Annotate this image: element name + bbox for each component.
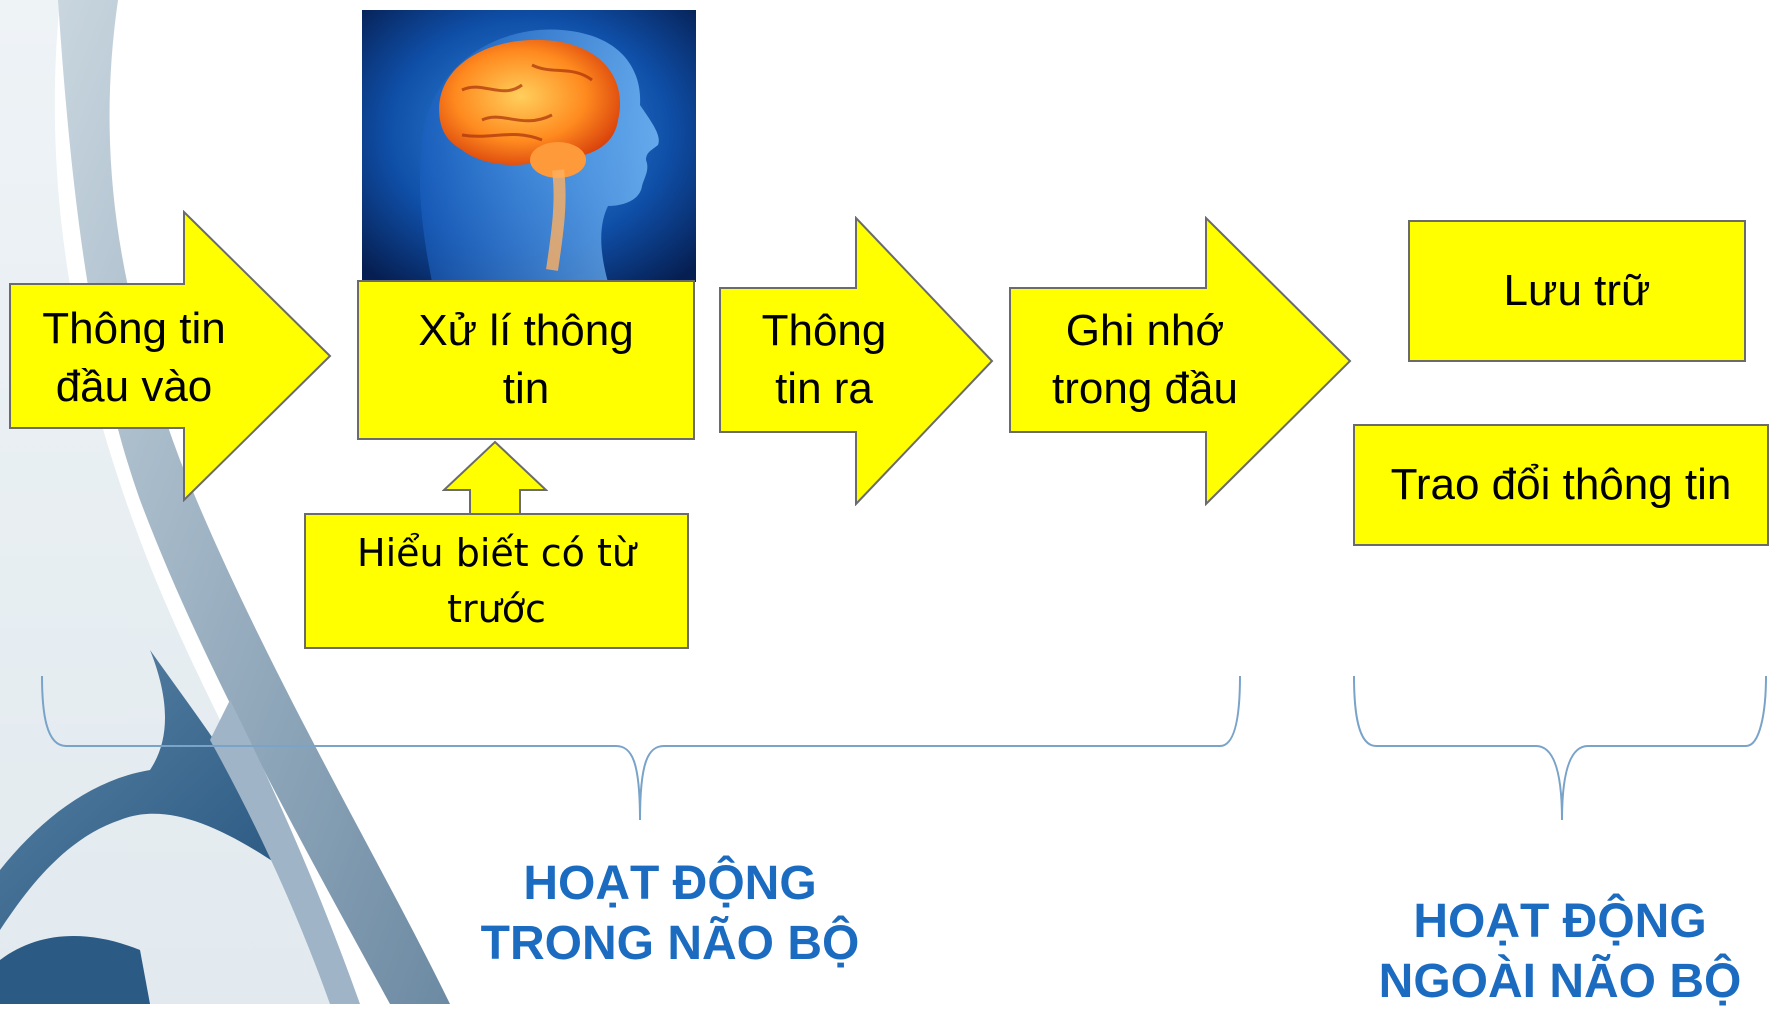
output-arrow-label: Thông tin ra bbox=[720, 300, 928, 420]
memorize-arrow-label: Ghi nhớ trong đầu bbox=[1020, 300, 1270, 420]
outside-brain-title-line1: HOẠT ĐỘNG bbox=[1413, 895, 1707, 948]
output-label-line2: tin ra bbox=[775, 364, 873, 413]
inside-brain-brace bbox=[41, 675, 1241, 821]
up-arrow-shape bbox=[442, 440, 548, 515]
process-box: Xử lí thông tin bbox=[357, 280, 695, 440]
memorize-label-line1: Ghi nhớ bbox=[1065, 306, 1225, 355]
exchange-label: Trao đổi thông tin bbox=[1390, 460, 1732, 509]
exchange-box: Trao đổi thông tin bbox=[1353, 424, 1769, 546]
prior-knowledge-box: Hiểu biết có từ trước bbox=[304, 513, 689, 649]
storage-box: Lưu trữ bbox=[1408, 220, 1746, 362]
prior-knowledge-line1: Hiểu biết có từ bbox=[357, 531, 636, 575]
output-label-line1: Thông bbox=[761, 306, 887, 355]
input-arrow-shape bbox=[9, 210, 332, 502]
inside-brain-title: HOẠT ĐỘNG TRONG NÃO BỘ bbox=[420, 854, 920, 974]
outside-brain-title-line2: NGOÀI NÃO BỘ bbox=[1378, 955, 1742, 1008]
input-label-line2: đầu vào bbox=[55, 362, 213, 411]
storage-label: Lưu trữ bbox=[1503, 266, 1651, 315]
outside-brain-title: HOẠT ĐỘNG NGOÀI NÃO BỘ bbox=[1354, 892, 1766, 1012]
human-head-brain-illustration bbox=[362, 10, 696, 282]
prior-knowledge-line2: trước bbox=[447, 587, 546, 631]
inside-brain-title-line1: HOẠT ĐỘNG bbox=[523, 857, 817, 910]
process-label-line1: Xử lí thông bbox=[418, 306, 634, 355]
inside-brain-title-line2: TRONG NÃO BỘ bbox=[480, 917, 860, 970]
process-label-line2: tin bbox=[502, 364, 550, 413]
memorize-label-line2: trong đầu bbox=[1052, 364, 1238, 413]
memorize-arrow-shape bbox=[1009, 216, 1352, 506]
output-arrow-shape bbox=[719, 216, 994, 506]
input-arrow-label: Thông tin đầu vào bbox=[14, 298, 254, 418]
input-label-line1: Thông tin bbox=[42, 304, 226, 353]
outside-brain-brace bbox=[1353, 675, 1767, 821]
